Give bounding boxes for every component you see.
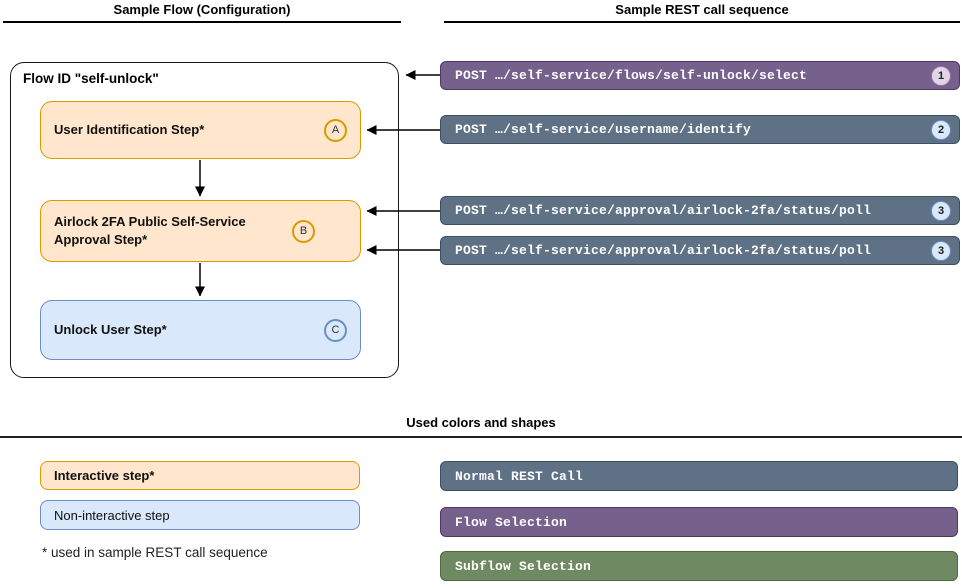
- legend-footnote: * used in sample REST call sequence: [42, 545, 268, 560]
- left-column-header: Sample Flow (Configuration): [3, 2, 401, 23]
- step-label: User Identification Step*: [54, 122, 205, 138]
- right-column-header: Sample REST call sequence: [444, 2, 960, 23]
- rest-call-status-poll-2: POST …/self-service/approval/airlock-2fa…: [440, 236, 960, 265]
- rest-call-badge-4: 3: [931, 240, 951, 261]
- flow-id-label: Flow ID "self-unlock": [23, 71, 159, 86]
- rest-call-badge-2: 2: [931, 119, 951, 140]
- legend-flow-selection: Flow Selection: [440, 507, 958, 537]
- rest-call-badge-1: 1: [931, 65, 951, 86]
- step-badge-c: C: [324, 318, 347, 342]
- rest-call-status-poll-1: POST …/self-service/approval/airlock-2fa…: [440, 196, 960, 225]
- rest-call-label: POST …/self-service/flows/self-unlock/se…: [455, 68, 808, 83]
- legend-header: Used colors and shapes: [406, 415, 556, 430]
- rest-call-label: POST …/self-service/username/identify: [455, 122, 752, 137]
- rest-call-badge-3: 3: [931, 200, 951, 221]
- step-airlock-2fa-approval: Airlock 2FA Public Self-Service Approval…: [40, 200, 361, 262]
- rest-call-label: POST …/self-service/approval/airlock-2fa…: [455, 243, 872, 258]
- step-unlock-user: Unlock User Step* C: [40, 300, 361, 360]
- legend-divider: [0, 436, 962, 438]
- legend-interactive-step: Interactive step*: [40, 461, 360, 490]
- step-badge-a: A: [324, 118, 347, 142]
- step-user-identification: User Identification Step* A: [40, 101, 361, 159]
- legend-subflow-selection: Subflow Selection: [440, 551, 958, 581]
- legend-non-interactive-step: Non-interactive step: [40, 500, 360, 530]
- rest-call-identify: POST …/self-service/username/identify 2: [440, 115, 960, 144]
- step-label: Airlock 2FA Public Self-Service Approval…: [54, 214, 246, 247]
- step-badge-b: B: [292, 219, 315, 243]
- rest-call-label: POST …/self-service/approval/airlock-2fa…: [455, 203, 872, 218]
- legend-normal-rest-call: Normal REST Call: [440, 461, 958, 491]
- rest-call-select-flow: POST …/self-service/flows/self-unlock/se…: [440, 61, 960, 90]
- step-label: Unlock User Step*: [54, 322, 167, 338]
